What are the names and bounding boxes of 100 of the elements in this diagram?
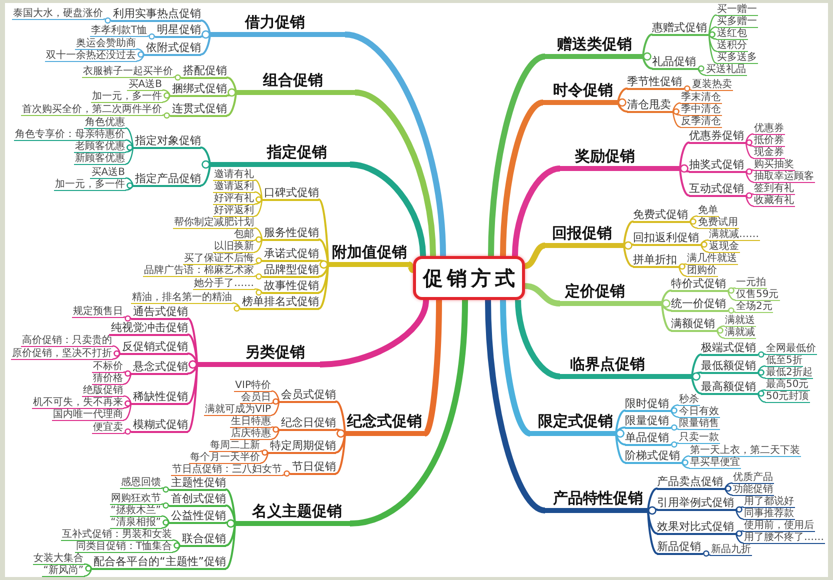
branch-line [125, 182, 134, 191]
subbranch-label: 承诺式促销 [262, 246, 319, 262]
leaf-label: 每周二上新 [209, 440, 261, 452]
subbranch-label: 指定产品促销 [133, 172, 201, 186]
branch-line [735, 506, 744, 520]
branch-line [187, 360, 198, 432]
branch-line [282, 470, 291, 477]
leaf-label: 包邮 [233, 228, 255, 240]
subbranch-label: 首创式促销 [169, 492, 226, 506]
subbranch-label: 反促销式促销 [120, 340, 188, 354]
subbranch-label: 引用举例式促销 [657, 496, 736, 510]
branch-line [254, 273, 263, 280]
branch-line [512, 166, 560, 256]
main-branch-label: 纪念式促销 [345, 411, 425, 436]
branch-line [727, 307, 736, 314]
leaf-label: 泰国大水，硬盘涨价 [12, 8, 104, 20]
leaf-label: 满就可成为VIP [204, 404, 272, 416]
branch-line [745, 192, 754, 207]
leaf-label: 签到有礼 [753, 182, 795, 194]
leaf-label: 感恩回馈 [120, 476, 162, 488]
branch-line [318, 260, 329, 310]
leaf-label: “新风尚” [42, 564, 85, 576]
branch-line [173, 74, 182, 81]
subbranch-label: 惠赠式促销 [652, 20, 709, 36]
branch-line [407, 262, 415, 272]
leaf-label: 购买抽奖 [753, 158, 795, 170]
subbranch-label: 纪念日促销 [279, 416, 336, 430]
branch-line [232, 302, 241, 312]
leaf-label: “拯救木兰” [110, 504, 162, 516]
main-branch-label: 奖励促销 [560, 146, 680, 171]
subbranch-label: 联合促销 [180, 532, 226, 546]
subbranch-label: 统一价促销 [671, 296, 728, 312]
leaf-label: 网购狂欢节 [110, 492, 162, 504]
branch-line [724, 485, 733, 496]
branch-line [123, 400, 132, 421]
subbranch-label: 礼品促销 [652, 54, 698, 70]
subbranch-label: 季节性促销 [627, 74, 684, 90]
branch-line [254, 236, 263, 253]
subbranch-label: 悬念式促销 [131, 360, 188, 374]
branch-line [623, 241, 634, 268]
subbranch-label: 限时促销 [625, 396, 671, 412]
subbranch-label: 特定周期促销 [268, 438, 336, 454]
leaf-label: 最低2折起 [765, 366, 814, 378]
leaf-label: 满就送 [724, 314, 756, 326]
branch-line [647, 506, 658, 554]
leaf-label: 早买早便宜 [689, 456, 741, 468]
subbranch-label: 稀缺性促销 [131, 390, 188, 404]
main-branch-label: 临界点促销 [560, 354, 692, 379]
branch-line [708, 31, 717, 64]
branch-line [500, 300, 532, 436]
leaf-label: 国内唯一代理商 [52, 408, 124, 420]
leaf-label: 李孝利款T恤 [90, 24, 148, 36]
branch-line [617, 98, 628, 112]
leaf-label: 满就减…… [708, 228, 760, 240]
subbranch-label: 主题性促销 [169, 476, 226, 490]
branch-line [354, 90, 436, 256]
leaf-label: 节日点促销：三八妇女节 [171, 464, 283, 476]
branch-line [123, 370, 132, 385]
leaf-label: 衣服裤子一起买半价 [82, 66, 174, 78]
leaf-label: 好评返利 [213, 204, 255, 216]
leaf-label: 第一天上衣，第二天下装 [689, 444, 801, 456]
main-branch-label: 定价促销 [560, 281, 662, 306]
branch-line [702, 550, 711, 557]
leaf-label: 绝版促销 [82, 384, 124, 396]
branch-line [123, 428, 132, 435]
leaf-label: 同类目促销：T恤集合 [74, 540, 173, 552]
main-branch-label: 产品特性促销 [545, 488, 648, 513]
subbranch-label: 极端式促销 [701, 340, 758, 356]
leaf-label: 邀请返利 [213, 180, 255, 192]
leaf-label: 现金券 [753, 146, 785, 158]
subbranch-label: 清仓甩卖 [627, 98, 673, 112]
branch-line [642, 52, 653, 70]
leaf-label: 反季清仓 [680, 116, 722, 128]
subbranch-label: 免费式促销 [633, 208, 690, 222]
leaf-label: 同事推荐款 [743, 508, 795, 520]
branch-line [689, 218, 698, 229]
leaf-label: 高价促销：只卖贵的 [21, 334, 113, 346]
leaf-label: 加一元，多一件 [54, 178, 126, 190]
branch-line [524, 283, 560, 306]
subbranch-label: 依附式促销 [144, 40, 201, 56]
leaf-label: 新品九折 [710, 544, 752, 556]
subbranch-label: 口碑式促销 [262, 186, 319, 200]
leaf-label: 满几件就送 [686, 252, 738, 264]
subbranch-label: 捆绑式促销 [170, 82, 227, 96]
subbranch-label: 榜单排名式促销 [240, 294, 319, 310]
leaf-label: 团购价 [686, 264, 718, 276]
leaf-label: 最高50元 [765, 378, 810, 390]
branch-line [172, 542, 181, 553]
leaf-label: 免费试用 [697, 216, 739, 228]
subbranch-label: 满额促销 [671, 316, 717, 332]
branch-line [162, 112, 171, 119]
leaf-label: 会员日 [240, 392, 272, 404]
branch-line [615, 429, 626, 464]
subbranch-label: 模糊式促销 [131, 418, 188, 432]
leaf-label: 使用前，使用后 [743, 520, 815, 532]
subbranch-label: 连贯式促销 [170, 102, 227, 116]
leaf-label: 返现金 [708, 240, 740, 252]
leaf-label: 限量销售 [678, 418, 720, 430]
leaf-label: 用了腰不疼了…… [743, 532, 825, 544]
subbranch-label: 特价式促销 [671, 276, 728, 292]
